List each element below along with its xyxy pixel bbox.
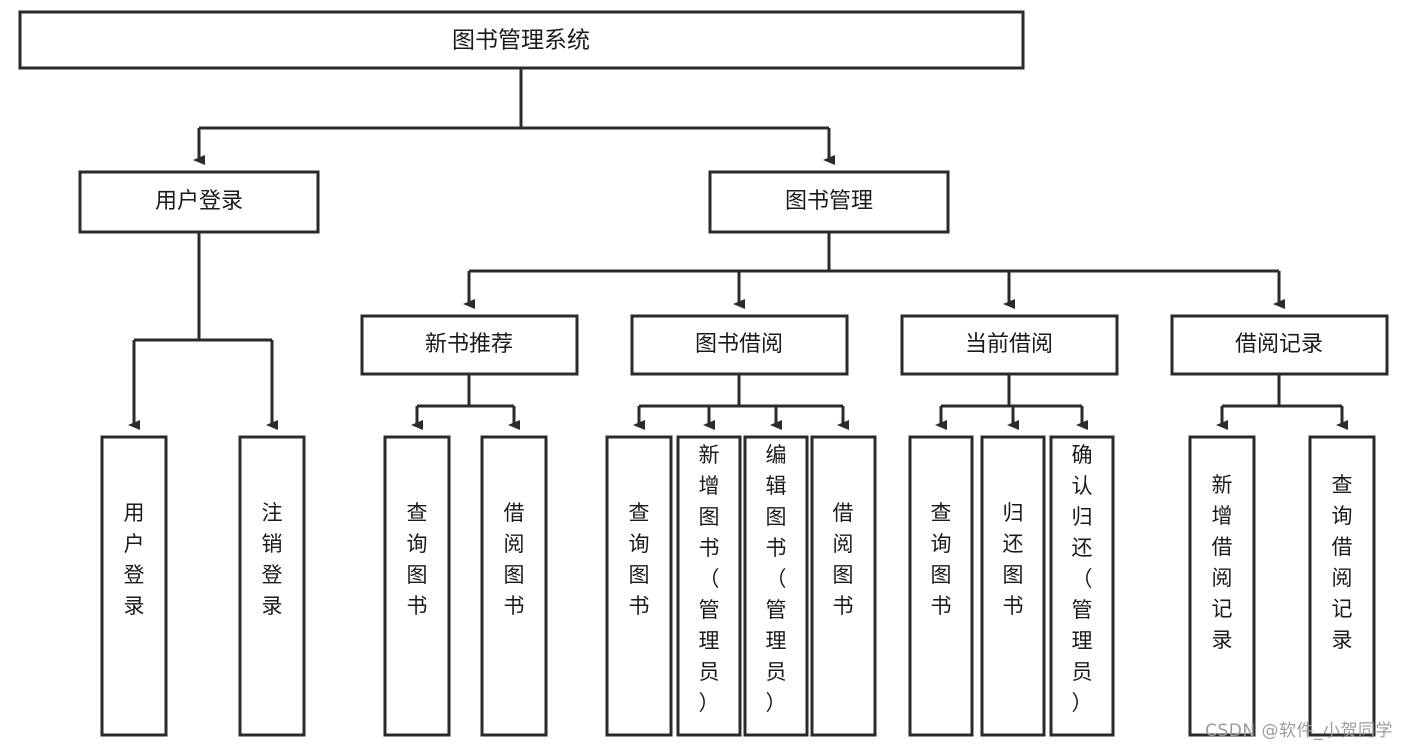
node-current-borrow[interactable]: 当前借阅	[900, 314, 1119, 376]
node-book-borrow-box	[630, 314, 849, 376]
node-root-system-label: 图书管理系统	[452, 28, 590, 54]
node-leaf-query-book-rec-box	[383, 435, 451, 737]
node-leaf-query-book-rec[interactable]: 查询图书	[383, 435, 451, 737]
node-leaf-query-book-rec-label: 查询图书	[407, 501, 428, 618]
node-leaf-add-borrow-record-box	[1188, 435, 1256, 737]
node-leaf-user-login[interactable]: 用户登录	[100, 435, 168, 737]
node-leaf-add-book-admin[interactable]: 新增图书（管理员）	[676, 435, 742, 737]
node-user-login[interactable]: 用户登录	[78, 170, 320, 234]
node-leaf-borrow-book-borrow-box	[810, 435, 877, 737]
node-root-system[interactable]: 图书管理系统	[18, 10, 1025, 70]
node-leaf-borrow-book-borrow[interactable]: 借阅图书	[810, 435, 877, 737]
edge-group-user-login	[128, 232, 278, 430]
node-leaf-query-book-current-box	[908, 435, 974, 737]
node-leaf-query-book-current[interactable]: 查询图书	[908, 435, 974, 737]
node-leaf-query-borrow-record[interactable]: 查询借阅记录	[1308, 435, 1376, 737]
node-leaf-return-book-label: 归还图书	[1003, 501, 1024, 618]
node-leaf-logout-label: 注销登录	[262, 501, 283, 618]
node-leaf-return-book-box	[980, 435, 1046, 737]
node-leaf-edit-book-admin[interactable]: 编辑图书（管理员）	[743, 435, 809, 737]
node-borrow-record[interactable]: 借阅记录	[1170, 314, 1389, 376]
node-leaf-confirm-return-admin-label: 确认归还（管理员）	[1072, 443, 1093, 715]
node-leaf-add-borrow-record-label: 新增借阅记录	[1212, 473, 1233, 652]
node-book-management-box	[708, 170, 950, 234]
node-new-book-recommend[interactable]: 新书推荐	[360, 314, 579, 376]
edge-group-root	[193, 68, 835, 165]
node-leaf-query-book-borrow-box	[605, 435, 673, 737]
node-leaf-logout-box	[238, 435, 306, 737]
node-user-login-label: 用户登录	[155, 189, 243, 214]
node-leaf-query-book-current-label: 查询图书	[931, 501, 952, 618]
node-leaf-logout[interactable]: 注销登录	[238, 435, 306, 737]
node-current-borrow-box	[900, 314, 1119, 376]
node-leaf-query-borrow-record-label: 查询借阅记录	[1332, 473, 1353, 652]
node-book-borrow[interactable]: 图书借阅	[630, 314, 849, 376]
node-leaf-borrow-book-rec-box	[480, 435, 548, 737]
node-root-system-box	[18, 10, 1025, 70]
node-leaf-borrow-book-rec-label: 借阅图书	[504, 501, 525, 618]
node-user-login-box	[78, 170, 320, 234]
node-book-borrow-label: 图书借阅	[695, 332, 783, 357]
node-borrow-record-label: 借阅记录	[1235, 332, 1323, 357]
node-leaf-add-book-admin-label: 新增图书（管理员）	[699, 443, 720, 715]
edge-group-book-borrow	[633, 374, 849, 430]
node-leaf-borrow-book-rec[interactable]: 借阅图书	[480, 435, 548, 737]
edge-group-borrow-record	[1216, 374, 1348, 430]
node-new-book-recommend-label: 新书推荐	[425, 332, 513, 357]
node-book-management[interactable]: 图书管理	[708, 170, 950, 234]
node-leaf-query-borrow-record-box	[1308, 435, 1376, 737]
node-new-book-recommend-box	[360, 314, 579, 376]
edge-group-current-borrow	[935, 374, 1088, 430]
node-leaf-confirm-return-admin[interactable]: 确认归还（管理员）	[1049, 435, 1115, 737]
node-borrow-record-box	[1170, 314, 1389, 376]
node-leaf-edit-book-admin-box	[743, 435, 809, 737]
node-book-management-label: 图书管理	[785, 189, 873, 214]
node-leaf-confirm-return-admin-box	[1049, 435, 1115, 737]
node-leaf-edit-book-admin-label: 编辑图书（管理员）	[766, 443, 787, 715]
node-leaf-return-book[interactable]: 归还图书	[980, 435, 1046, 737]
node-leaf-query-book-borrow[interactable]: 查询图书	[605, 435, 673, 737]
node-leaf-user-login-label: 用户登录	[124, 501, 145, 618]
edge-group-new-book-rec	[411, 374, 520, 430]
node-current-borrow-label: 当前借阅	[965, 332, 1053, 357]
node-leaf-user-login-box	[100, 435, 168, 737]
node-leaf-add-book-admin-box	[676, 435, 742, 737]
node-leaf-add-borrow-record[interactable]: 新增借阅记录	[1188, 435, 1256, 737]
node-leaf-query-book-borrow-label: 查询图书	[629, 501, 650, 618]
node-leaf-borrow-book-borrow-label: 借阅图书	[833, 501, 854, 618]
edge-group-book-mgmt	[463, 232, 1285, 309]
